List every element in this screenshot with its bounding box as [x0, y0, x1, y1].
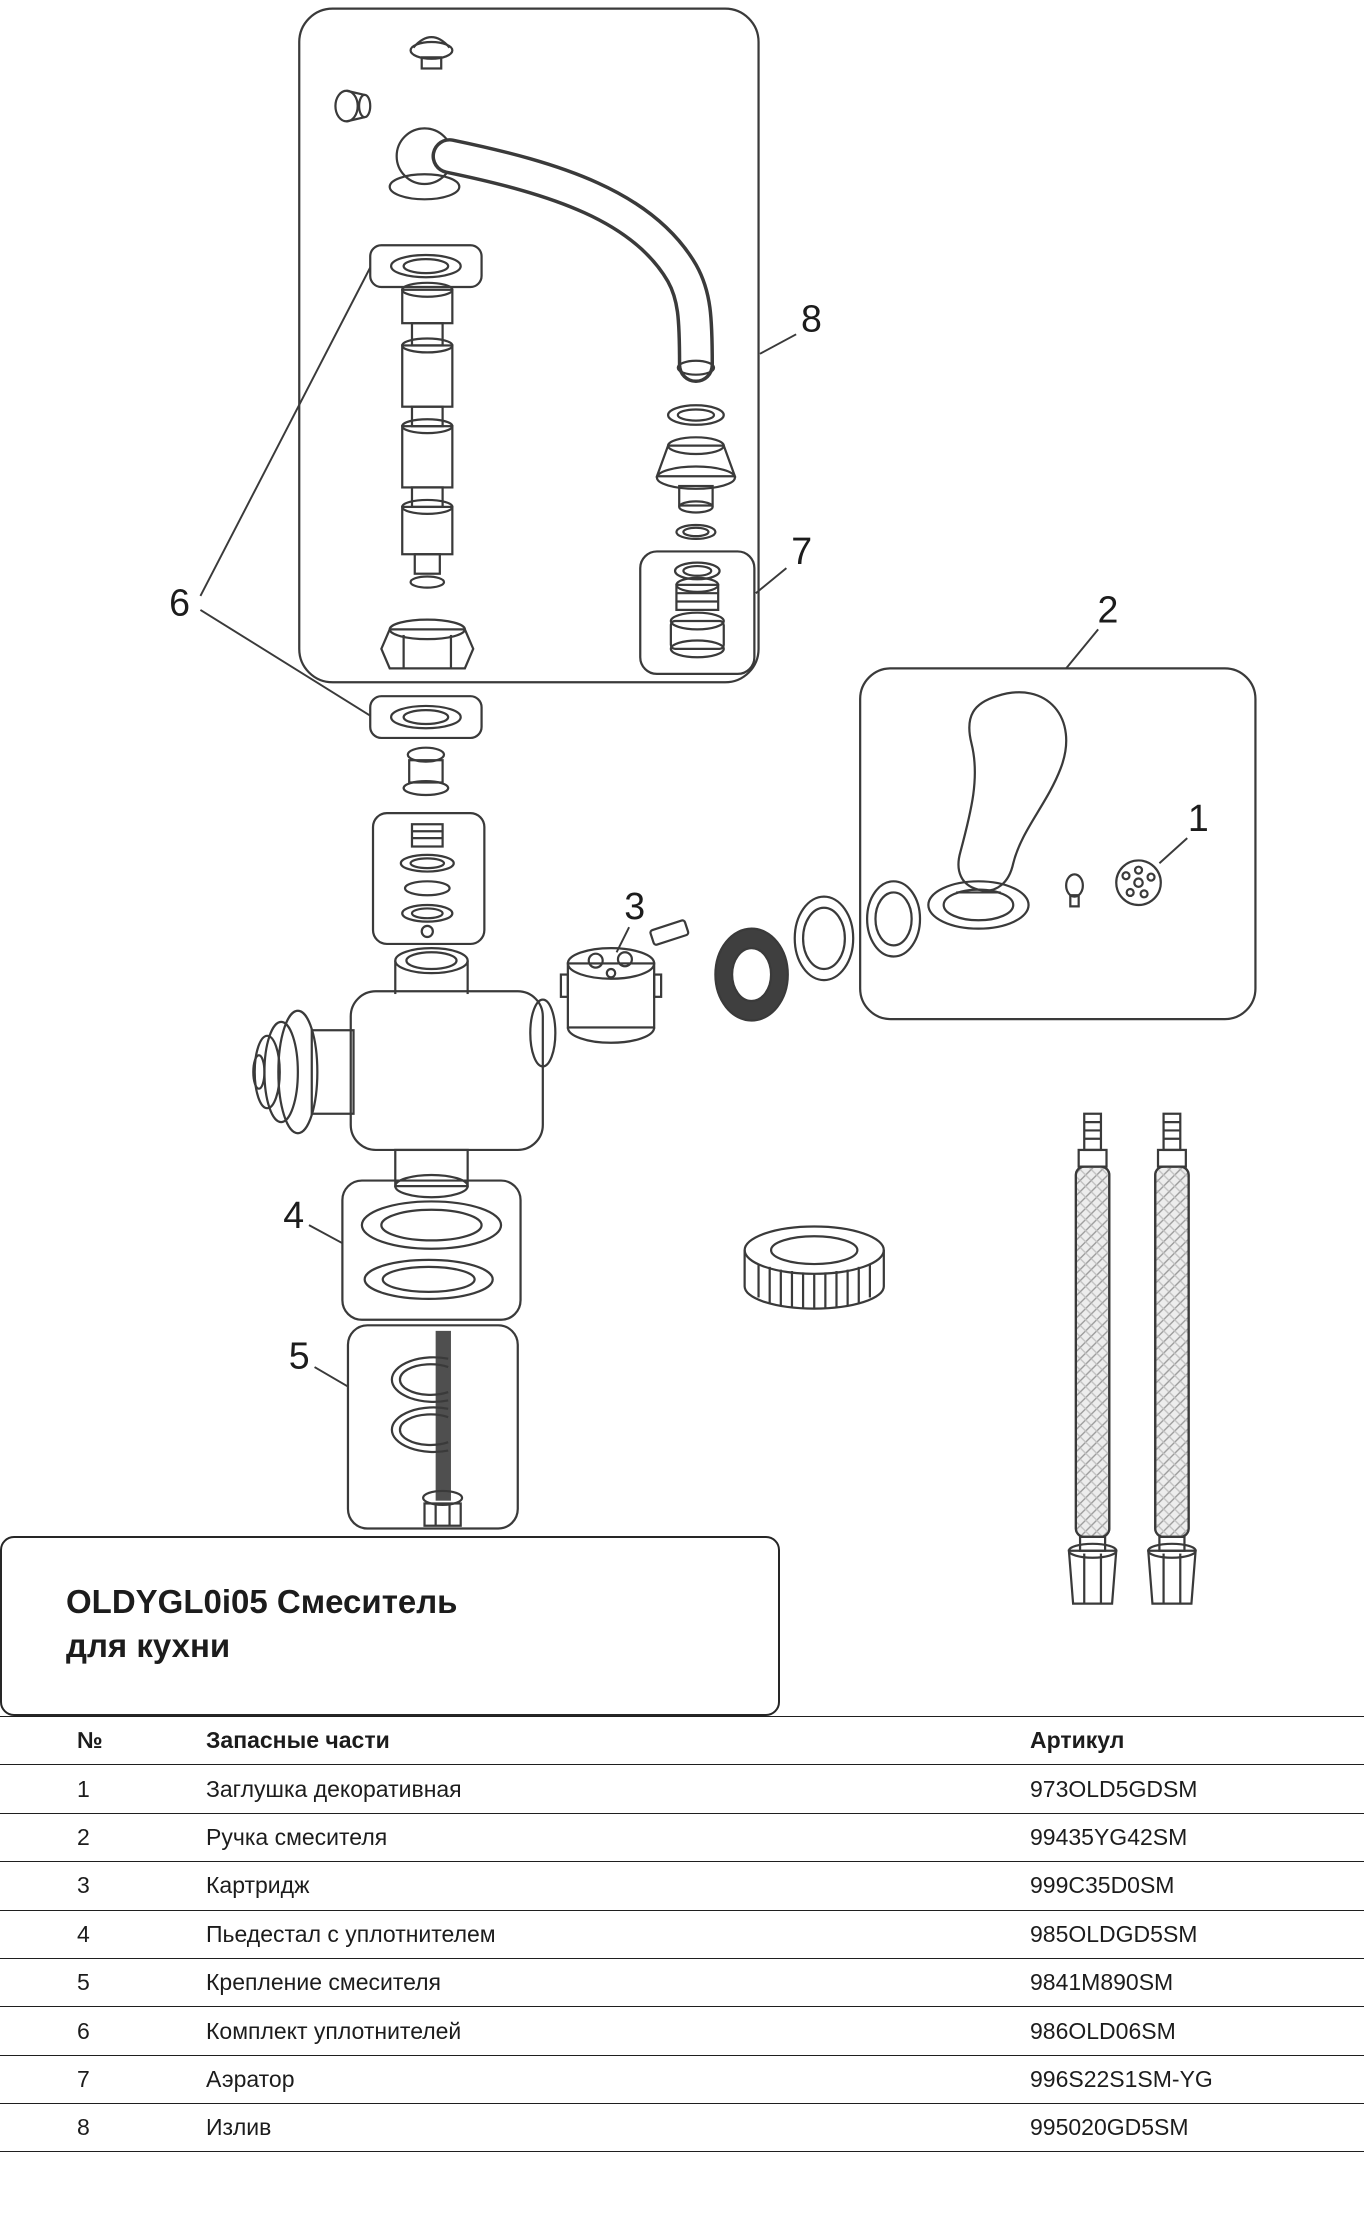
handle-base-rings — [714, 880, 922, 1022]
part-name-cell: Комплект уплотнителей — [206, 2017, 462, 2044]
handle-group — [859, 667, 1257, 1021]
part-name-cell: Заглушка декоративная — [206, 1775, 462, 1802]
part-name-cell: Излив — [206, 2113, 272, 2140]
decorative-plug-group — [1115, 859, 1162, 907]
part-no-cell: 4 — [77, 1920, 90, 1947]
part-name-cell: Аэратор — [206, 2065, 295, 2092]
seal-kit-group — [369, 244, 486, 946]
part-no-cell: 7 — [77, 2065, 90, 2092]
table-row: 8 Излив 995020GD5SM — [0, 2103, 1364, 2152]
callout-2: 2 — [1097, 588, 1118, 630]
plastic-nut — [743, 1225, 885, 1310]
part-sku-cell: 973OLD5GDSM — [1030, 1775, 1198, 1802]
header-sku: Артикул — [1030, 1727, 1125, 1754]
callout-1: 1 — [1188, 797, 1209, 839]
spout-group — [298, 7, 760, 684]
part-name-cell: Ручка смесителя — [206, 1823, 388, 1850]
callout-8: 8 — [801, 298, 822, 340]
title-box: OLDYGL0i05 Смеситель для кухни — [0, 1536, 780, 1716]
flex-hose-right — [1147, 1112, 1197, 1605]
part-sku-cell: 995020GD5SM — [1030, 2113, 1189, 2140]
part-no-cell: 2 — [77, 1823, 90, 1850]
part-name-cell: Картридж — [206, 1872, 310, 1899]
part-sku-cell: 99435YG42SM — [1030, 1823, 1188, 1850]
page-title: OLDYGL0i05 Смеситель для кухни — [66, 1583, 458, 1665]
cartridge-group — [559, 919, 690, 1044]
riser-stack — [380, 281, 475, 670]
table-header-row: № Запасные части Артикул — [0, 1716, 1364, 1764]
parts-table: № Запасные части Артикул 1 Заглушка деко… — [0, 1716, 1364, 2152]
part-sku-cell: 985OLDGD5SM — [1030, 1920, 1198, 1947]
part-sku-cell: 986OLD06SM — [1030, 2017, 1176, 2044]
table-row: 7 Аэратор 996S22S1SM-YG — [0, 2054, 1364, 2103]
table-row: 4 Пьедестал с уплотнителем 985OLDGD5SM — [0, 1909, 1364, 1958]
part-name-cell: Пьедестал с уплотнителем — [206, 1920, 496, 1947]
part-no-cell: 5 — [77, 1969, 90, 1996]
part-sku-cell: 996S22S1SM-YG — [1030, 2065, 1213, 2092]
header-part: Запасные части — [206, 1727, 390, 1754]
callout-7: 7 — [791, 530, 812, 572]
callout-3: 3 — [624, 885, 645, 927]
header-no: № — [77, 1727, 103, 1754]
exploded-diagram: 8 7 2 1 6 3 4 5 — [169, 7, 1257, 1605]
table-row: 6 Комплект уплотнителей 986OLD06SM — [0, 2006, 1364, 2054]
callout-5: 5 — [289, 1334, 310, 1376]
table-row: 2 Ручка смесителя 99435YG42SM — [0, 1812, 1364, 1861]
callout-6: 6 — [169, 581, 190, 623]
part-no-cell: 3 — [77, 1872, 90, 1899]
table-row: 3 Картридж 999C35D0SM — [0, 1861, 1364, 1909]
table-row: 5 Крепление смесителя 9841M890SM — [0, 1957, 1364, 2006]
part-no-cell: 1 — [77, 1775, 90, 1802]
table-row: 1 Заглушка декоративная 973OLD5GDSM — [0, 1764, 1364, 1812]
aerator-group — [639, 550, 756, 676]
flex-hose-left — [1067, 1112, 1118, 1605]
faucet-body — [252, 947, 557, 1199]
pedestal-group — [341, 1179, 522, 1321]
part-name-cell: Крепление смесителя — [206, 1969, 442, 1996]
part-no-cell: 8 — [77, 2113, 90, 2140]
mounting-group — [346, 1324, 519, 1530]
leader-lines — [199, 267, 1188, 1388]
callout-4: 4 — [283, 1194, 304, 1236]
part-no-cell: 6 — [77, 2017, 90, 2044]
part-sku-cell: 9841M890SM — [1030, 1969, 1174, 1996]
part-sku-cell: 999C35D0SM — [1030, 1872, 1175, 1899]
